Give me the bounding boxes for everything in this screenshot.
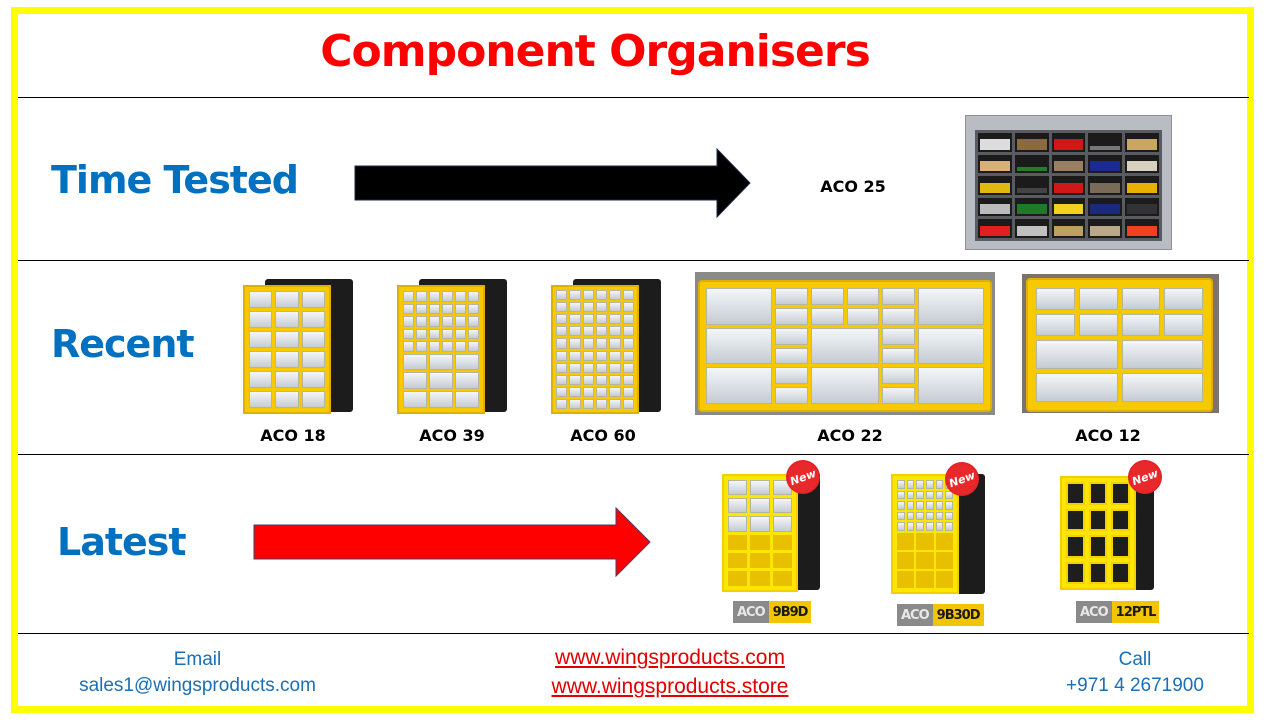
section-label-latest: Latest [57,520,187,564]
model-badge: ACO 12PTL [1076,601,1160,623]
call-label: Call [1118,649,1152,670]
section-label-recent: Recent [51,322,195,366]
product-image-aco-39[interactable] [397,277,507,414]
website-link-com[interactable]: www.wingsproducts.com [555,646,785,669]
product-label: ACO 12 [1075,426,1141,445]
footer-websites: www.wingsproducts.com www.wingsproducts.… [520,643,820,701]
product-image-aco-25[interactable] [965,115,1172,250]
arrow-right-icon [354,148,751,219]
model-badge: ACO 9B30D [897,604,984,626]
product-label: ACO 22 [817,426,883,445]
divider [18,633,1249,634]
website-link-store[interactable]: www.wingsproducts.store [551,675,789,698]
email-link[interactable]: sales1@wingsproducts.com [79,675,316,696]
phone-number[interactable]: +971 4 2671900 [1066,675,1204,696]
divider [18,454,1249,455]
divider [18,260,1249,261]
arrow-right-icon [253,507,651,578]
product-image-aco-18[interactable] [243,277,353,414]
model-badge: ACO 9B9D [733,601,812,623]
product-label: ACO 60 [570,426,636,445]
footer-email: Email sales1@wingsproducts.com [55,647,340,699]
email-label: Email [173,649,222,670]
product-label: ACO 18 [260,426,326,445]
product-label: ACO 25 [820,177,886,196]
product-image-aco-9b9d[interactable]: New [722,455,825,593]
product-label: ACO 39 [419,426,485,445]
product-image-aco-22[interactable] [695,272,995,415]
section-label-time-tested: Time Tested [51,158,299,202]
product-image-aco-12[interactable] [1022,274,1219,413]
product-image-aco-12ptl[interactable]: New [1060,455,1167,598]
page-title: Component Organisers [320,26,871,77]
divider [18,97,1249,98]
product-image-aco-9b30d[interactable]: New [891,457,991,598]
product-image-aco-60[interactable] [551,277,661,414]
footer-call: Call +971 4 2671900 [1040,647,1230,699]
